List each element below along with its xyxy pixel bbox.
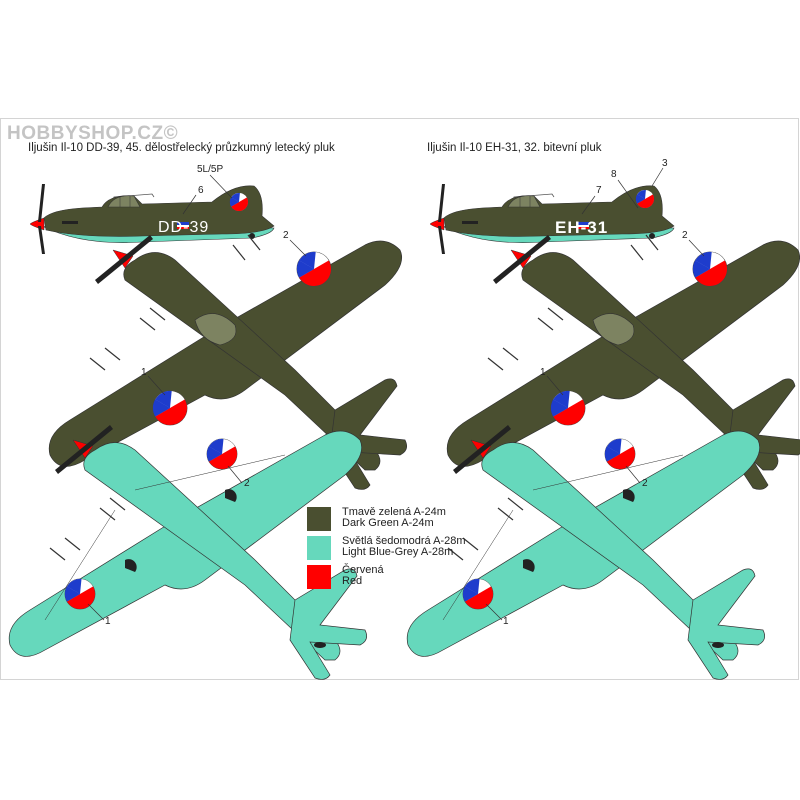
- right-top-callout-1: 1: [540, 367, 546, 378]
- left-callout-6: 6: [198, 185, 204, 196]
- left-note-5l5p: 5L/5P: [197, 164, 223, 175]
- legend-label-cz: Červená: [342, 564, 384, 576]
- legend-swatch-light-blue-grey: [307, 536, 331, 560]
- legend-label-en: Dark Green A-24m: [342, 517, 434, 529]
- legend-label-en: Red: [342, 575, 363, 587]
- right-top-roundel-left: [551, 391, 585, 425]
- drawing-frame: [0, 118, 799, 680]
- left-bottom-callout-2: 2: [244, 478, 250, 489]
- left-top-callout-1: 1: [141, 367, 147, 378]
- right-callout-8: 8: [611, 169, 617, 180]
- right-side-view: [421, 183, 675, 255]
- legend-label-cz: Světlá šedomodrá A-28m: [342, 535, 466, 547]
- brand-watermark: HOBBYSHOP.CZ©: [7, 123, 179, 144]
- legend-label-en: Light Blue-Grey A-28m: [342, 546, 454, 558]
- right-bottom-roundel-left: [463, 579, 493, 609]
- left-bottom-callout-1: 1: [105, 616, 111, 627]
- legend-label-cz: Tmavě zelená A-24m: [342, 506, 446, 518]
- legend-swatch-dark-green: [307, 507, 331, 531]
- right-code-text: EH-31: [555, 218, 608, 237]
- right-callout-3: 3: [662, 158, 668, 169]
- right-bottom-roundel-right: [605, 439, 635, 469]
- left-code-text: DD-39: [158, 219, 209, 236]
- right-callout-7: 7: [596, 185, 602, 196]
- right-aircraft-caption: Iljušin Il-10 EH-31, 32. bitevní pluk: [427, 142, 602, 154]
- legend-swatch-red: [307, 565, 331, 589]
- left-top-roundel-left: [153, 391, 187, 425]
- left-side-view: [21, 183, 275, 255]
- right-top-roundel-right: [693, 252, 727, 286]
- right-bottom-callout-2: 2: [642, 478, 648, 489]
- left-aircraft-caption: Iljušin Il-10 DD-39, 45. dělostřelecký p…: [28, 142, 335, 154]
- left-top-roundel-right: [297, 252, 331, 286]
- left-top-callout-2: 2: [283, 230, 289, 241]
- right-bottom-callout-1: 1: [503, 616, 509, 627]
- right-top-callout-2: 2: [682, 230, 688, 241]
- left-bottom-roundel-left: [65, 579, 95, 609]
- left-bottom-roundel-right: [207, 439, 237, 469]
